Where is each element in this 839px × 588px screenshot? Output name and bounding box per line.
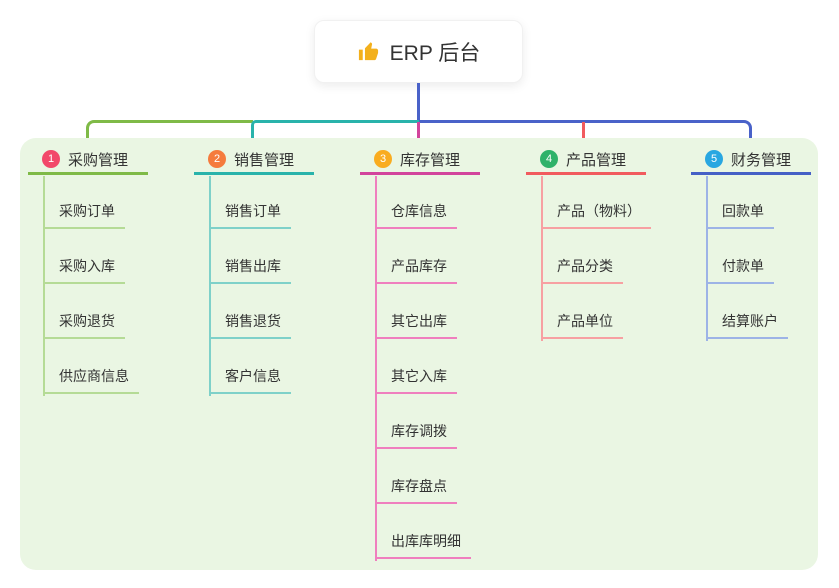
thumbs-up-icon (357, 40, 380, 63)
child-node[interactable]: 库存调拨 (375, 423, 457, 449)
child-node[interactable]: 其它入库 (375, 368, 457, 394)
child-node[interactable]: 结算账户 (706, 313, 788, 339)
child-node[interactable]: 采购订单 (43, 203, 125, 229)
connector-branch-4 (582, 122, 585, 147)
branch-trunk-line (375, 176, 377, 561)
child-node[interactable]: 回款单 (706, 203, 774, 229)
branch-title[interactable]: 1 采购管理 (28, 146, 148, 175)
connector-branch-3 (417, 122, 420, 147)
branch-title[interactable]: 4 产品管理 (526, 146, 646, 175)
branch-label: 销售管理 (234, 151, 295, 169)
connector-branch-1 (86, 120, 253, 147)
branch-trunk-line (43, 176, 45, 396)
branch-label: 财务管理 (731, 151, 792, 169)
branch-number-badge: 3 (374, 150, 392, 168)
child-node[interactable]: 销售退货 (209, 313, 291, 339)
connector-branch-5 (419, 120, 752, 147)
child-node[interactable]: 销售订单 (209, 203, 291, 229)
child-node[interactable]: 产品库存 (375, 258, 457, 284)
child-node[interactable]: 其它出库 (375, 313, 457, 339)
branch-number-badge: 1 (42, 150, 60, 168)
branch-label: 库存管理 (400, 151, 461, 169)
branch-trunk-line (541, 176, 543, 341)
root-stem-line (417, 83, 420, 122)
branch-title[interactable]: 2 销售管理 (194, 146, 314, 175)
root-label: ERP 后台 (389, 41, 481, 65)
child-node[interactable]: 产品分类 (541, 258, 623, 284)
connector-branch-2 (251, 120, 419, 147)
mindmap-canvas (20, 138, 818, 570)
child-node[interactable]: 采购退货 (43, 313, 125, 339)
branch-number-badge: 5 (705, 150, 723, 168)
child-node[interactable]: 销售出库 (209, 258, 291, 284)
child-node[interactable]: 付款单 (706, 258, 774, 284)
branch-label: 产品管理 (566, 151, 627, 169)
child-node[interactable]: 产品单位 (541, 313, 623, 339)
child-node[interactable]: 产品（物料） (541, 203, 651, 229)
child-node[interactable]: 出库库明细 (375, 533, 471, 559)
child-node[interactable]: 仓库信息 (375, 203, 457, 229)
child-node[interactable]: 供应商信息 (43, 368, 139, 394)
branch-title[interactable]: 5 财务管理 (691, 146, 811, 175)
branch-title[interactable]: 3 库存管理 (360, 146, 480, 175)
child-node[interactable]: 客户信息 (209, 368, 291, 394)
branch-number-badge: 2 (208, 150, 226, 168)
branch-label: 采购管理 (68, 151, 129, 169)
root-node[interactable]: ERP 后台 (314, 20, 523, 83)
child-node[interactable]: 采购入库 (43, 258, 125, 284)
branch-number-badge: 4 (540, 150, 558, 168)
branch-trunk-line (706, 176, 708, 341)
branch-trunk-line (209, 176, 211, 396)
child-node[interactable]: 库存盘点 (375, 478, 457, 504)
